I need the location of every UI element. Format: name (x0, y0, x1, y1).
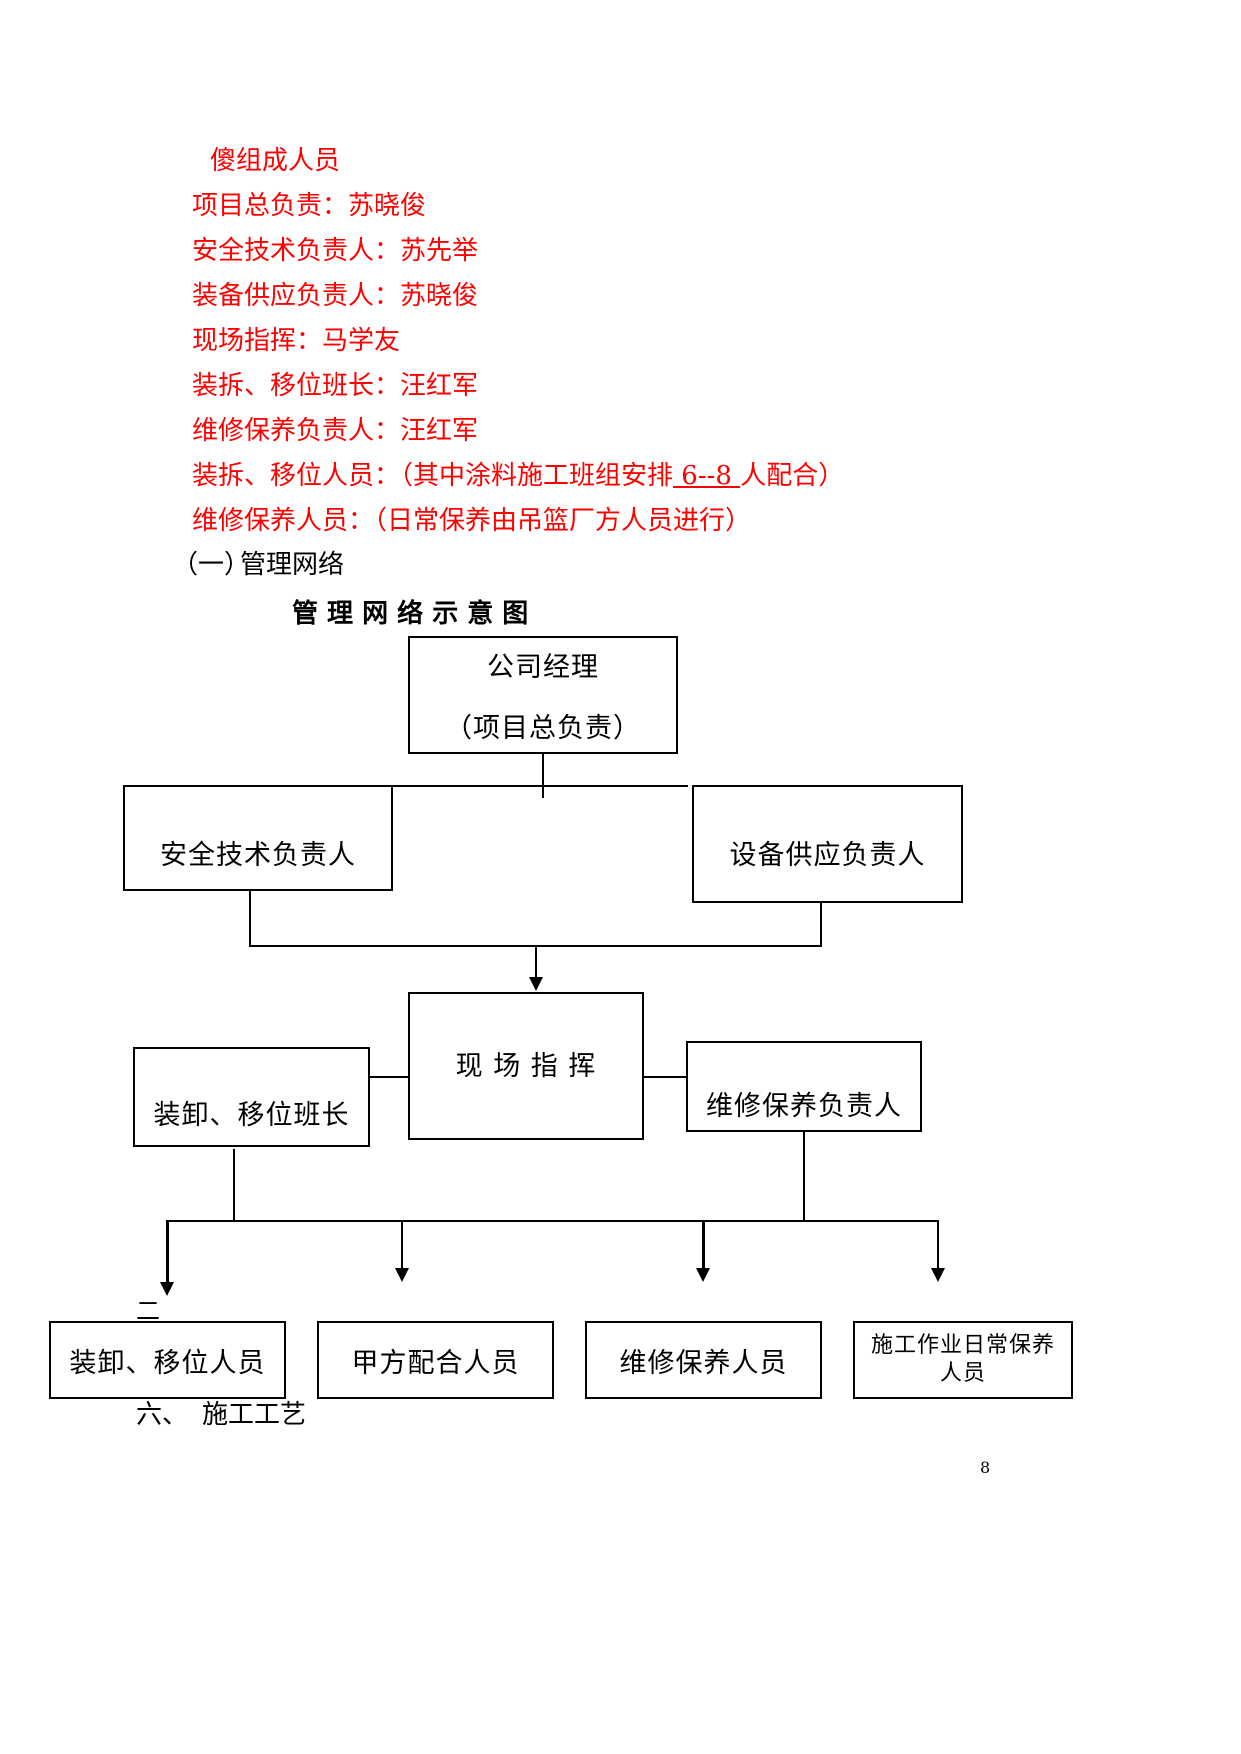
roster-line-safety-lead: 安全技术负责人：苏先举 (192, 236, 479, 266)
arrow-drop-4 (931, 1268, 945, 1282)
maintenance-leader-box: 维修保养负责人 (686, 1041, 922, 1132)
diagram-title: 管 理 网 络 示 意 图 (292, 599, 529, 629)
roster-line-loading-staff: 装拆、移位人员：（其中涂料施工班组安排 6--8 人配合） (192, 461, 844, 491)
connector-bottom-horizontal (166, 1220, 939, 1222)
section-title: 管理网络 (240, 550, 345, 580)
connector-maintenance-down (803, 1132, 805, 1222)
page-number: 8 (980, 1458, 991, 1477)
arrow-drop-1 (160, 1282, 174, 1296)
loading-leader-box: 装卸、移位班长 (133, 1047, 370, 1147)
roster-line-project-lead: 项目总负责：苏晓俊 (192, 191, 427, 221)
roster-line-loading-leader: 装拆、移位班长：汪红军 (192, 371, 479, 401)
next-section-marker: 六、 (136, 1400, 189, 1430)
loading-staff-box: 装卸、移位人员 (49, 1321, 286, 1399)
connector-drop-4 (937, 1220, 939, 1268)
company-manager-box: 公司经理 （项目总负责） (408, 636, 678, 754)
connector-top-horizontal (392, 785, 688, 787)
connector-top-vertical (542, 754, 544, 798)
roster-heading: 傻组成人员 (210, 146, 341, 176)
site-command-box: 现 场 指 挥 (408, 992, 644, 1140)
stray-mark: 二 (136, 1297, 160, 1325)
connector-drop-3 (702, 1220, 705, 1268)
connector-to-site (535, 945, 537, 977)
roster-line-loading-staff-post: 人配合） (740, 461, 845, 491)
safety-lead-box: 安全技术负责人 (123, 785, 393, 891)
section-marker: （一） (172, 550, 251, 580)
daily-maintenance-box: 施工作业日常保养人员 (853, 1321, 1073, 1399)
company-manager-sublabel: （项目总负责） (445, 713, 641, 744)
roster-line-equipment-lead: 装备供应负责人：苏晓俊 (192, 281, 479, 311)
arrow-drop-3 (696, 1268, 710, 1282)
arrow-drop-2 (395, 1268, 409, 1282)
next-section-title: 施工工艺 (202, 1400, 307, 1430)
equipment-lead-box: 设备供应负责人 (692, 785, 963, 903)
daily-maintenance-label: 施工作业日常保养人员 (870, 1333, 1055, 1386)
roster-line-site-command: 现场指挥：马学友 (192, 326, 401, 356)
connector-safety-down (249, 891, 251, 947)
connector-site-left (370, 1076, 408, 1078)
roster-line-maintenance-staff: 维修保养人员：（日常保养由吊篮厂方人员进行） (192, 506, 752, 536)
connector-drop-1 (166, 1220, 169, 1282)
client-staff-box: 甲方配合人员 (317, 1321, 554, 1399)
site-command-label: 现 场 指 挥 (455, 1051, 597, 1082)
connector-drop-2 (401, 1220, 403, 1268)
connector-site-right (644, 1076, 686, 1078)
roster-line-maintenance-lead: 维修保养负责人：汪红军 (192, 416, 479, 446)
arrow-to-site (529, 977, 543, 991)
roster-line-loading-staff-count: 6--8 (673, 461, 741, 491)
connector-equipment-down (820, 903, 822, 947)
maintenance-staff-box: 维修保养人员 (585, 1321, 822, 1399)
company-manager-label: 公司经理 (487, 652, 599, 683)
roster-line-loading-staff-pre: 装拆、移位人员：（其中涂料施工班组安排 (192, 461, 674, 491)
connector-loading-down (233, 1149, 235, 1222)
